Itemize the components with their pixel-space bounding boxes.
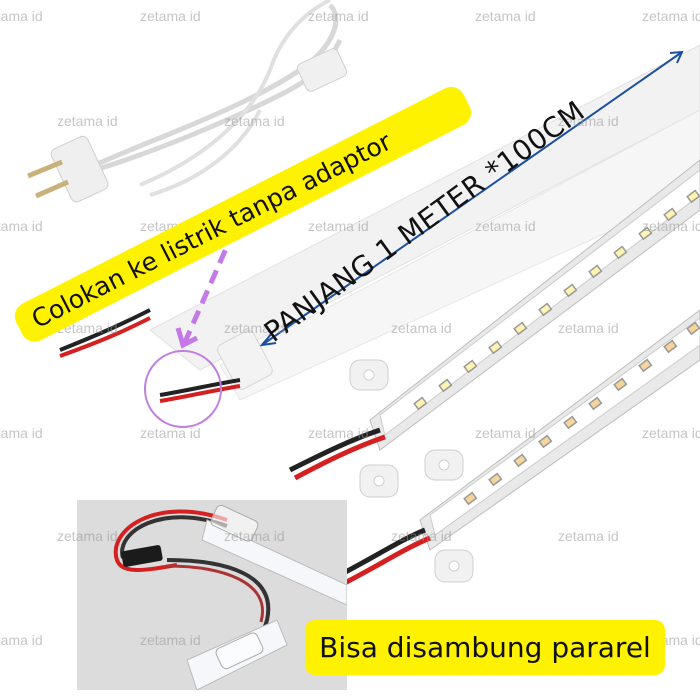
parallel-label: Bisa disambung pararel — [305, 620, 665, 675]
watermark: zetama id — [57, 113, 118, 129]
watermark: zetama id — [391, 320, 452, 336]
parallel-label-text: Bisa disambung pararel — [319, 631, 651, 664]
watermark: zetama id — [0, 425, 43, 441]
watermark: zetama id — [224, 528, 285, 544]
watermark: zetama id — [558, 320, 619, 336]
watermark: zetama id — [224, 113, 285, 129]
watermark: zetama id — [0, 8, 43, 24]
watermark: zetama id — [308, 218, 369, 234]
inset-photo — [77, 500, 348, 691]
watermark: zetama id — [391, 528, 452, 544]
watermark: zetama id — [224, 320, 285, 336]
watermark: zetama id — [475, 218, 536, 234]
watermark: zetama id — [642, 8, 700, 24]
watermark: zetama id — [642, 218, 700, 234]
watermark: zetama id — [308, 425, 369, 441]
watermark: zetama id — [140, 425, 201, 441]
watermark: zetama id — [475, 8, 536, 24]
watermark: zetama id — [140, 632, 201, 648]
watermark: zetama id — [308, 8, 369, 24]
watermark: zetama id — [57, 528, 118, 544]
watermark: zetama id — [140, 8, 201, 24]
watermark: zetama id — [558, 528, 619, 544]
watermark: zetama id — [0, 218, 43, 234]
watermark: zetama id — [558, 113, 619, 129]
watermark: zetama id — [0, 632, 43, 648]
watermark: zetama id — [475, 425, 536, 441]
watermark: zetama id — [642, 425, 700, 441]
